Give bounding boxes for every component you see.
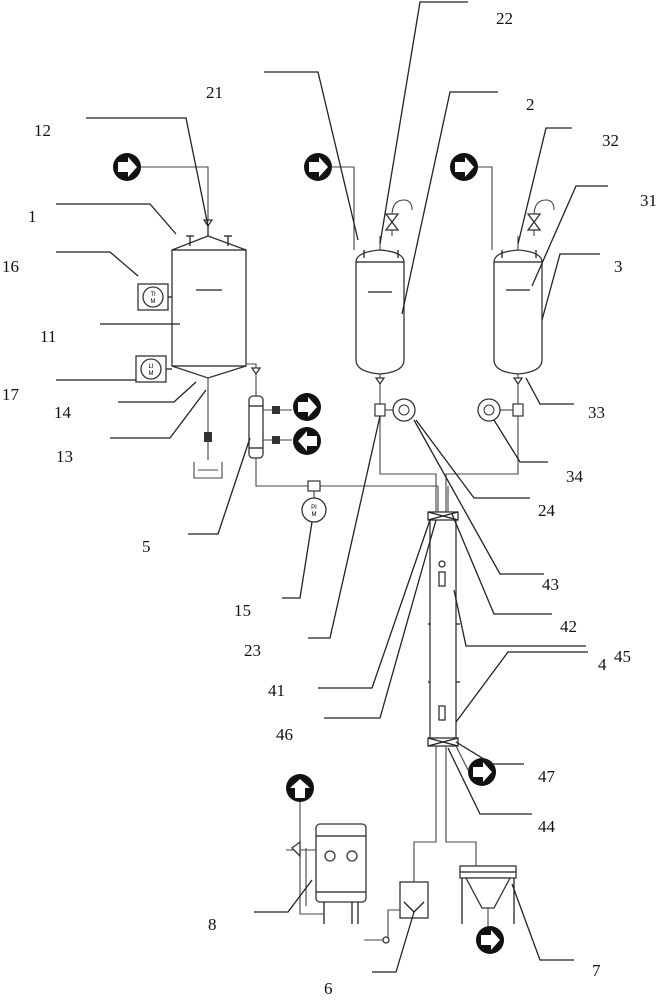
label-34: 34 bbox=[566, 467, 584, 486]
label-32: 32 bbox=[602, 131, 619, 150]
level-gauge-17: LI M bbox=[135, 355, 172, 383]
label-7: 7 bbox=[592, 961, 601, 980]
leader-lines bbox=[56, 1, 608, 973]
label-13: 13 bbox=[56, 447, 73, 466]
tank-1 bbox=[171, 219, 262, 479]
label-12: 12 bbox=[34, 121, 51, 140]
heat-exchanger-5 bbox=[248, 395, 438, 487]
ti-gauge-top: TI bbox=[150, 292, 156, 298]
label-41: 41 bbox=[268, 681, 285, 700]
receiver-6 bbox=[364, 881, 429, 944]
label-46: 46 bbox=[276, 725, 293, 744]
label-4: 4 bbox=[598, 655, 607, 674]
arrow-right-icon bbox=[450, 153, 478, 181]
label-2: 2 bbox=[526, 95, 535, 114]
separator-7 bbox=[459, 865, 517, 926]
arrow-right-icon bbox=[468, 758, 496, 786]
li-gauge-top: LI bbox=[148, 364, 153, 370]
label-43: 43 bbox=[542, 575, 559, 594]
temperature-gauge-16: TI M bbox=[137, 283, 172, 311]
label-15: 15 bbox=[234, 601, 251, 620]
label-21: 21 bbox=[206, 83, 223, 102]
reaction-column-4 bbox=[413, 486, 477, 886]
arrow-right-icon bbox=[304, 153, 332, 181]
flow-meter-34 bbox=[477, 398, 501, 422]
vessel-8 bbox=[286, 802, 367, 924]
ti-gauge-bottom: M bbox=[151, 299, 156, 305]
label-44: 44 bbox=[538, 817, 556, 836]
component-labels: 22 21 2 12 32 31 1 3 16 11 17 14 33 13 3… bbox=[2, 9, 657, 998]
arrow-right-icon bbox=[476, 926, 504, 954]
label-1: 1 bbox=[28, 207, 37, 226]
label-47: 47 bbox=[538, 767, 556, 786]
label-16: 16 bbox=[2, 257, 19, 276]
label-42: 42 bbox=[560, 617, 577, 636]
label-23: 23 bbox=[244, 641, 261, 660]
label-11: 11 bbox=[40, 327, 56, 346]
arrow-right-icon bbox=[293, 393, 321, 421]
label-6: 6 bbox=[324, 979, 333, 998]
pressure-gauge-15: PI M bbox=[301, 497, 327, 523]
label-22: 22 bbox=[496, 9, 513, 28]
label-24: 24 bbox=[538, 501, 556, 520]
label-17: 17 bbox=[2, 385, 20, 404]
label-3: 3 bbox=[614, 257, 623, 276]
label-33: 33 bbox=[588, 403, 605, 422]
label-5: 5 bbox=[142, 537, 151, 556]
arrow-right-icon bbox=[113, 153, 141, 181]
label-31: 31 bbox=[640, 191, 657, 210]
label-8: 8 bbox=[208, 915, 217, 934]
arrow-up-icon bbox=[286, 774, 314, 802]
pi-gauge-top: PI bbox=[311, 505, 317, 511]
label-45: 45 bbox=[614, 647, 631, 666]
tank-3 bbox=[478, 166, 555, 404]
tank-2 bbox=[332, 166, 413, 404]
flow-meter-24 bbox=[392, 398, 416, 422]
pi-gauge-bottom: M bbox=[312, 512, 317, 518]
li-gauge-bottom: M bbox=[149, 371, 154, 377]
arrow-left-icon bbox=[293, 427, 321, 455]
label-14: 14 bbox=[54, 403, 72, 422]
